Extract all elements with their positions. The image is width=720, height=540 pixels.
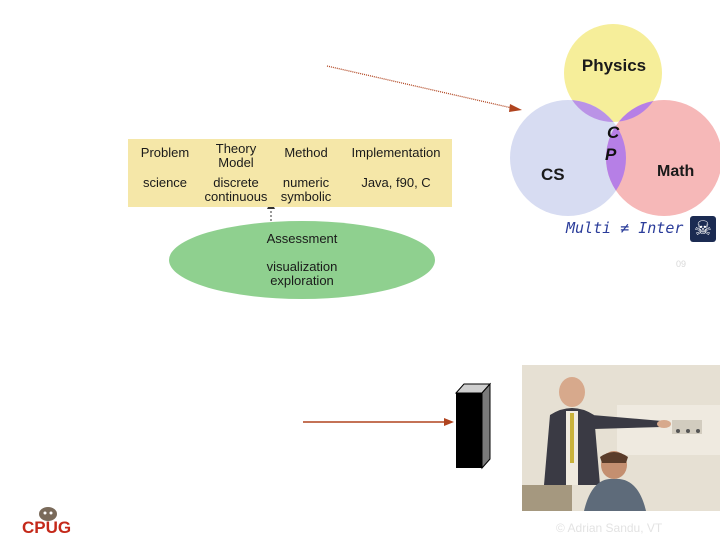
- table-header-implementation: Implementation: [351, 145, 441, 160]
- photo-illustration: [522, 365, 720, 511]
- arrow-upper-head: [509, 104, 522, 112]
- table-cell-science: science: [142, 175, 188, 190]
- venn-math-circle: [606, 100, 720, 216]
- page-number: 09: [676, 259, 687, 269]
- skull-icon: ☠: [690, 216, 716, 242]
- venn-center-label-c: C: [607, 123, 620, 142]
- logo-mascot-icon: [39, 507, 57, 521]
- assessment-ellipse: [169, 221, 435, 299]
- venn-label-cs: CS: [541, 165, 565, 184]
- venn-caption: Multi ≠ Inter: [566, 219, 684, 237]
- table-cell-languages: Java, f90, C: [361, 175, 431, 190]
- table-cell-numeric-symbolic: numeric symbolic: [280, 175, 332, 204]
- people-photo: [522, 365, 720, 511]
- table-cell-discrete-continuous: discrete continuous: [204, 175, 268, 204]
- venn-label-math: Math: [657, 163, 695, 180]
- assessment-line-exploration: exploration: [270, 273, 334, 288]
- logo-text: CPUG: [22, 518, 72, 537]
- method-table: [128, 139, 452, 207]
- computer-tower-icon: [454, 382, 492, 470]
- venn-cs-circle: [510, 100, 626, 216]
- venn-label-physics: Physics: [581, 56, 647, 75]
- cpug-logo: CPUG: [22, 507, 72, 538]
- venn-physics-circle: [564, 24, 662, 122]
- table-header-problem: Problem: [140, 145, 190, 160]
- copyright-text: © Adrian Sandu, VT: [556, 521, 663, 535]
- arrow-upper: [326, 65, 513, 109]
- arrow-lower-head: [444, 418, 454, 426]
- table-header-method: Method: [284, 145, 328, 160]
- table-header-theory-model: Theory Model: [215, 141, 257, 170]
- assessment-title: Assessment: [266, 231, 338, 246]
- venn-center-label-p: P: [605, 145, 617, 164]
- assessment-line-visualization: visualization: [266, 259, 338, 274]
